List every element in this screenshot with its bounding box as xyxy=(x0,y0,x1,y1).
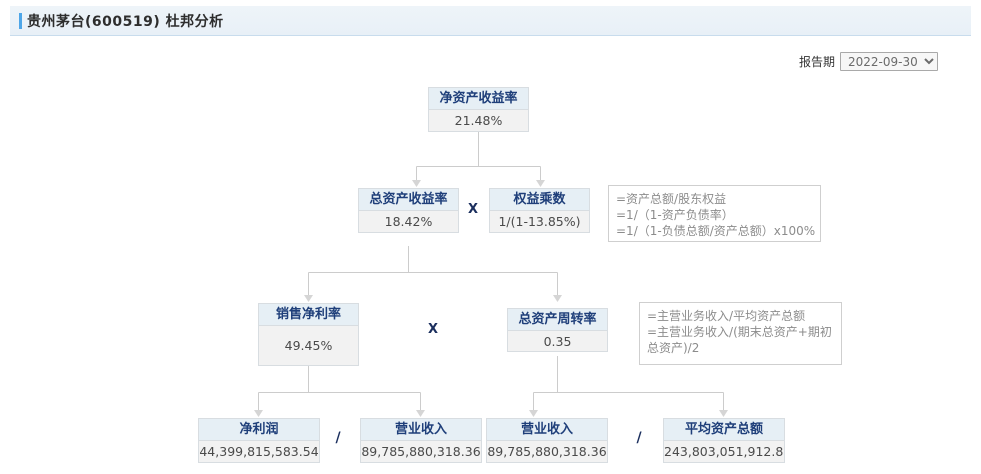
node-asset-turnover[interactable]: 总资产周转率 0.35 xyxy=(507,308,608,352)
node-roa-value: 18.42% xyxy=(384,214,433,229)
node-net-profit[interactable]: 净利润 44,399,815,583.54 xyxy=(198,418,320,463)
node-revenue-left-value: 89,785,880,318.36 xyxy=(361,444,481,459)
node-avg-total-assets-title: 平均资产总额 xyxy=(664,419,784,441)
node-equity-multiplier[interactable]: 权益乘数 1/(1-13.85%) xyxy=(489,188,590,233)
node-roe[interactable]: 净资产收益率 21.48% xyxy=(428,87,529,132)
page-title: 贵州茅台(600519) 杜邦分析 xyxy=(27,14,224,30)
header-accent-bar xyxy=(19,13,22,29)
formula-equity-multiplier-line-1: =资产总额/股东权益 xyxy=(616,192,727,206)
formula-equity-multiplier: =资产总额/股东权益 =1/（1-资产负债率） =1/（1-负债总额/资产总额）… xyxy=(608,185,821,242)
node-asset-turnover-title: 总资产周转率 xyxy=(508,309,607,331)
operator-multiply-row2: X xyxy=(467,202,479,217)
node-revenue-left[interactable]: 营业收入 89,785,880,318.36 xyxy=(360,418,482,463)
formula-equity-multiplier-line-2: =1/（1-资产负债率） xyxy=(616,208,734,222)
node-revenue-right[interactable]: 营业收入 89,785,880,318.36 xyxy=(486,418,608,463)
node-roa[interactable]: 总资产收益率 18.42% xyxy=(358,188,459,233)
node-net-profit-title: 净利润 xyxy=(199,419,319,441)
operator-multiply-row3: X xyxy=(427,322,439,337)
node-net-profit-value: 44,399,815,583.54 xyxy=(199,444,319,459)
node-avg-total-assets[interactable]: 平均资产总额 243,803,051,912.89 xyxy=(663,418,785,463)
node-net-profit-margin[interactable]: 销售净利率 49.45% xyxy=(258,303,359,366)
formula-asset-turnover-line-2: =主营业务收入/(期末总资产+期初总资产)/2 xyxy=(647,325,832,355)
node-net-profit-margin-title: 销售净利率 xyxy=(259,304,358,326)
node-revenue-right-title: 营业收入 xyxy=(487,419,607,441)
node-equity-multiplier-value: 1/(1-13.85%) xyxy=(498,214,581,229)
formula-equity-multiplier-line-3: =1/（1-负债总额/资产总额）x100% xyxy=(616,224,816,238)
node-asset-turnover-value: 0.35 xyxy=(543,334,572,349)
report-period-label: 报告期 xyxy=(798,55,835,69)
node-equity-multiplier-title: 权益乘数 xyxy=(490,189,589,211)
node-roe-value: 21.48% xyxy=(454,113,503,128)
operator-divide-right: / xyxy=(636,430,642,446)
formula-asset-turnover: =主营业务收入/平均资产总额 =主营业务收入/(期末总资产+期初总资产)/2 xyxy=(639,302,842,365)
node-avg-total-assets-value: 243,803,051,912.89 xyxy=(664,444,784,459)
report-period-control: 报告期 2022-09-30 xyxy=(799,52,938,71)
node-roa-title: 总资产收益率 xyxy=(359,189,458,211)
report-period-select[interactable]: 2022-09-30 xyxy=(840,52,938,71)
page-header: 贵州茅台(600519) 杜邦分析 xyxy=(10,6,971,36)
formula-asset-turnover-line-1: =主营业务收入/平均资产总额 xyxy=(647,309,806,323)
node-net-profit-margin-value: 49.45% xyxy=(284,338,333,353)
operator-divide-left: / xyxy=(335,430,341,446)
node-revenue-right-value: 89,785,880,318.36 xyxy=(487,444,607,459)
node-roe-title: 净资产收益率 xyxy=(429,88,528,110)
node-revenue-left-title: 营业收入 xyxy=(361,419,481,441)
